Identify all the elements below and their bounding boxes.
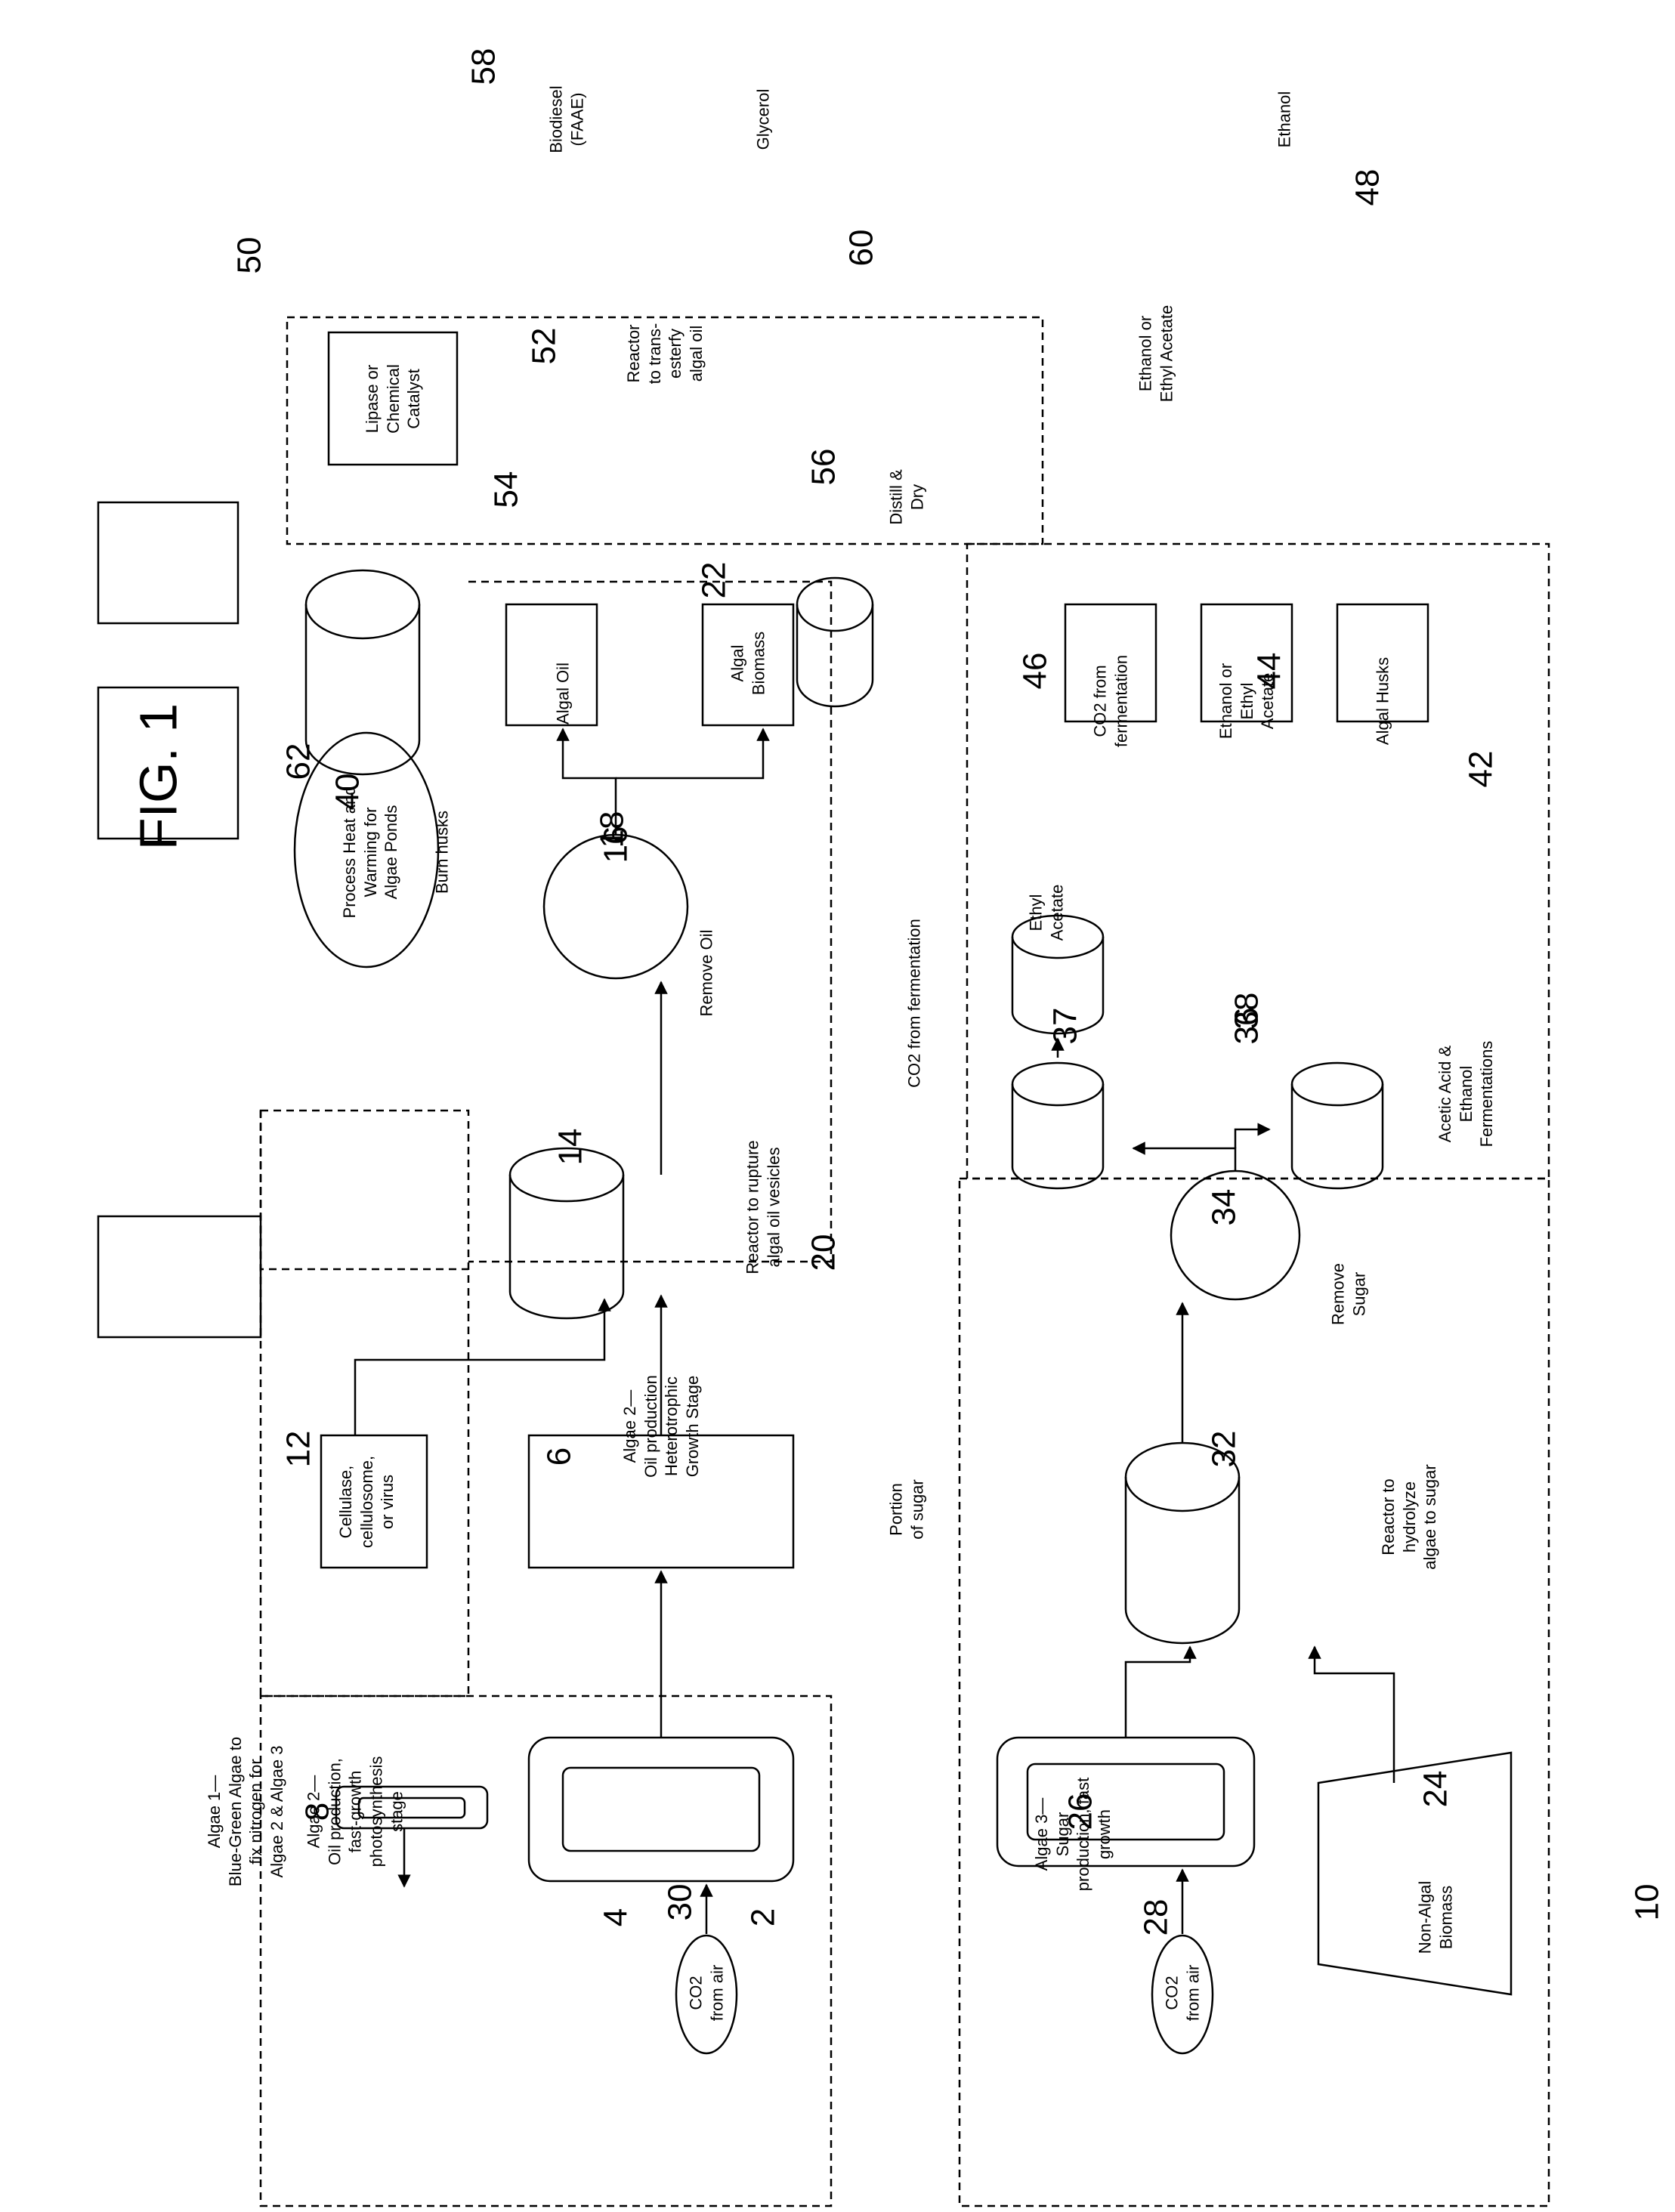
ref-37: 37 — [1045, 1008, 1086, 1045]
ref-32: 32 — [1204, 1431, 1245, 1468]
label-acetic-ethanol: Acetic Acid & Ethanol Fermentations — [1435, 1041, 1497, 1148]
ref-56: 56 — [803, 449, 845, 486]
ref-46: 46 — [1015, 653, 1056, 690]
ref-44: 44 — [1249, 653, 1290, 690]
label-ethanol-ea-line: Ethanol or Ethyl Acetate — [1136, 305, 1177, 402]
label-portion-sugar: Portion of sugar — [886, 1479, 928, 1540]
group-number-10: 10 — [1627, 1884, 1668, 1921]
ref-42: 42 — [1460, 751, 1502, 788]
label-remove-sugar: Remove Sugar — [1328, 1263, 1370, 1325]
label-ethyl-acetate-tank: Ethyl Acetate — [1026, 885, 1068, 941]
group-number-50: 50 — [229, 237, 270, 274]
label-algal-husks: Algal Husks — [1372, 657, 1393, 745]
ref-34: 34 — [1204, 1189, 1245, 1226]
label-cellulase: Cellulase, cellulosome, or virus — [335, 1456, 398, 1548]
ref-12: 12 — [278, 1431, 320, 1468]
label-algae1: Algae 1— Blue-Green Algae to fix nitroge… — [204, 1737, 287, 1886]
ref-22: 22 — [694, 562, 735, 599]
label-reactor-transesterify: Reactor to trans- esterfy algal oil — [623, 323, 706, 385]
group-number-20: 20 — [803, 1234, 845, 1271]
ref-62: 62 — [278, 743, 320, 780]
ref-8: 8 — [297, 1803, 338, 1821]
label-glycerol: Glycerol — [753, 89, 774, 150]
ref-48: 48 — [1347, 169, 1389, 206]
label-burn-husks: Burn husks — [431, 811, 453, 894]
label-co2-air-2: CO2 from air — [1162, 1965, 1204, 2022]
label-biodiesel: Biodiesel (FAAE) — [546, 85, 588, 153]
label-process-heat: Process Heat and Warming for Algae Ponds — [339, 786, 402, 919]
ref-18: 18 — [592, 811, 633, 848]
ref-4: 4 — [595, 1908, 637, 1926]
ref-54: 54 — [486, 471, 527, 508]
label-algae2-hetero: Algae 2— Oil production Heterotrophic Gr… — [620, 1375, 703, 1478]
label-lipase: Lipase or Chemical Catalyst — [362, 364, 425, 434]
ref-6: 6 — [539, 1447, 580, 1466]
ref-60: 60 — [841, 230, 882, 267]
ref-52: 52 — [524, 328, 565, 365]
label-co2-air-1: CO2 from air — [686, 1965, 728, 2022]
ref-28: 28 — [1136, 1899, 1177, 1936]
ref-38: 38 — [1226, 993, 1268, 1030]
label-reactor-hydrolyze: Reactor to hydrolyze algae to sugar — [1378, 1464, 1441, 1569]
label-ethanol: Ethanol — [1274, 91, 1295, 148]
ref-24: 24 — [1415, 1771, 1457, 1808]
label-co2-from-ferm-box: CO2 from fermentation — [1090, 655, 1132, 747]
ref-58: 58 — [463, 48, 505, 85]
label-distill-dry: Distill & Dry — [886, 469, 928, 524]
label-algal-biomass: Algal Biomass — [728, 632, 769, 695]
figure-title: FIG. 1 — [125, 703, 192, 850]
group-number-30: 30 — [660, 1884, 701, 1921]
label-non-algal: Non-Algal Biomass — [1415, 1881, 1457, 1954]
ref-26: 26 — [1060, 1793, 1102, 1830]
ref-14: 14 — [550, 1129, 592, 1166]
label-algal-oil: Algal Oil — [552, 663, 573, 724]
ref-2: 2 — [743, 1908, 784, 1926]
label-reactor-rupture: Reactor to rupture algal oil vesicles — [743, 1140, 784, 1274]
label-co2-fermentation-line: CO2 from fermentation — [904, 919, 925, 1088]
label-remove-oil: Remove Oil — [696, 930, 717, 1017]
